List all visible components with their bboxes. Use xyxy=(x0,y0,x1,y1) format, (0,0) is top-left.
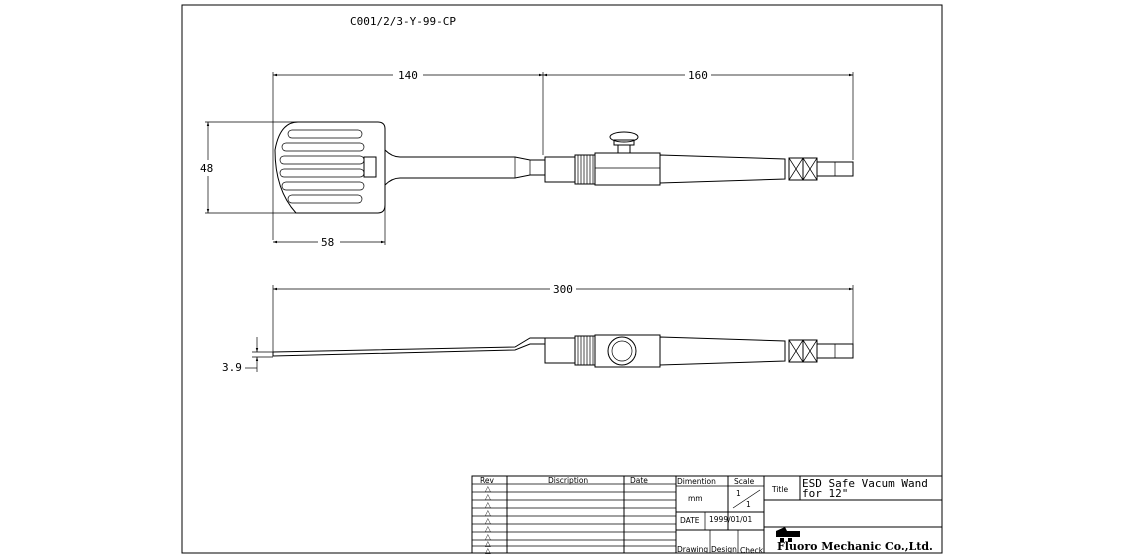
dim-160: 160 xyxy=(688,69,708,82)
svg-text:△: △ xyxy=(485,546,491,555)
header-rev: Rev xyxy=(480,476,494,485)
top-dimensions: 140 160 48 58 xyxy=(200,69,854,249)
title-line-2: for 12" xyxy=(802,487,848,500)
svg-text:△: △ xyxy=(485,539,491,548)
svg-text:△: △ xyxy=(485,484,491,493)
side-view xyxy=(272,334,854,368)
side-dimensions: 300 3.9 xyxy=(222,283,854,374)
sheet-border xyxy=(181,4,943,554)
date-value: 1999/01/01 xyxy=(709,515,752,524)
svg-text:△: △ xyxy=(485,516,491,525)
dim-300: 300 xyxy=(553,283,573,296)
header-dimension: Dimention xyxy=(677,477,716,486)
rev-symbols: △ △ △ △ △ △ △ △ △ xyxy=(485,484,491,555)
dim-48: 48 xyxy=(200,162,213,175)
svg-text:△: △ xyxy=(485,524,491,533)
header-drawing: Drawing xyxy=(677,545,708,554)
title-line-1: ESD Safe Vacum Wand xyxy=(802,477,928,490)
company-name: Fluoro Mechanic Co.,Ltd. xyxy=(777,540,933,553)
svg-text:△: △ xyxy=(485,508,491,517)
scale-top: 1 xyxy=(736,489,741,498)
date-label: DATE xyxy=(680,516,700,525)
scale-bottom: 1 xyxy=(746,500,751,509)
top-view xyxy=(274,121,854,214)
dim-58: 58 xyxy=(321,236,334,249)
header-design: Design xyxy=(711,545,737,554)
header-title: Title xyxy=(771,485,788,494)
header-date: Date xyxy=(630,476,648,485)
header-check: Check xyxy=(740,546,764,555)
svg-text:△: △ xyxy=(485,532,491,541)
dim-140: 140 xyxy=(398,69,418,82)
header-description: Discription xyxy=(548,476,588,485)
title-block: Rev Discription Date Dimention Scale Tit… xyxy=(471,475,943,555)
company-logo xyxy=(776,527,800,542)
svg-text:△: △ xyxy=(485,500,491,509)
dimension-unit: mm xyxy=(688,494,703,503)
header-scale: Scale xyxy=(734,477,755,486)
svg-text:△: △ xyxy=(485,492,491,501)
dim-3-9: 3.9 xyxy=(222,361,242,374)
part-code: C001/2/3-Y-99-CP xyxy=(350,15,456,28)
